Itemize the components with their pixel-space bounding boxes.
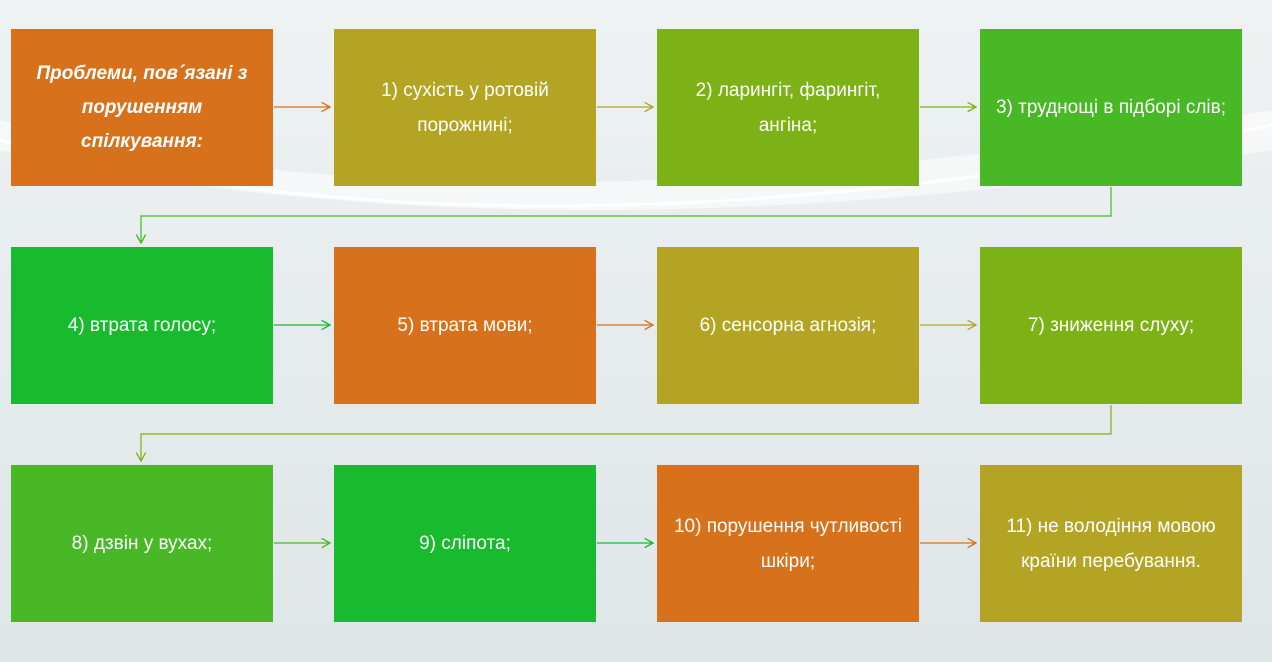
node-11: 11) не володіння мовою країни перебуванн… <box>980 465 1242 622</box>
node-8: 8) дзвін у вухах; <box>11 465 273 622</box>
node-10: 10) порушення чутливості шкіри; <box>657 465 919 622</box>
node-9: 9) сліпота; <box>334 465 596 622</box>
node-1: 1) сухість у ротовій порожнині; <box>334 29 596 186</box>
node-5: 5) втрата мови; <box>334 247 596 404</box>
node-8-text: 8) дзвін у вухах; <box>71 533 213 554</box>
node-4: 4) втрата голосу; <box>11 247 273 404</box>
node-title-text: Проблеми, пов´язані з порушенням спілкув… <box>36 62 248 152</box>
node-title: Проблеми, пов´язані з порушенням спілкув… <box>11 29 273 186</box>
node-3: 3) труднощі в підборі слів; <box>980 29 1242 186</box>
arrow-n3-n4 <box>141 187 1112 243</box>
node-9-text: 9) сліпота; <box>419 533 511 554</box>
node-6: 6) сенсорна агнозія; <box>657 247 919 404</box>
node-2-text: 2) ларингіт, фарингіт, ангіна; <box>695 79 881 136</box>
node-4-text: 4) втрата голосу; <box>67 315 217 336</box>
node-10-text: 10) порушення чутливості шкіри; <box>673 515 903 572</box>
arrow-n7-n8 <box>141 405 1112 461</box>
node-2: 2) ларингіт, фарингіт, ангіна; <box>657 29 919 186</box>
node-5-text: 5) втрата мови; <box>397 315 533 336</box>
node-1-text: 1) сухість у ротовій порожнині; <box>381 79 549 136</box>
node-6-text: 6) сенсорна агнозія; <box>699 315 877 336</box>
node-7: 7) зниження слуху; <box>980 247 1242 404</box>
node-11-text: 11) не володіння мовою країни перебуванн… <box>1006 515 1216 572</box>
node-7-text: 7) зниження слуху; <box>1027 315 1195 336</box>
node-3-text: 3) труднощі в підборі слів; <box>995 97 1227 118</box>
